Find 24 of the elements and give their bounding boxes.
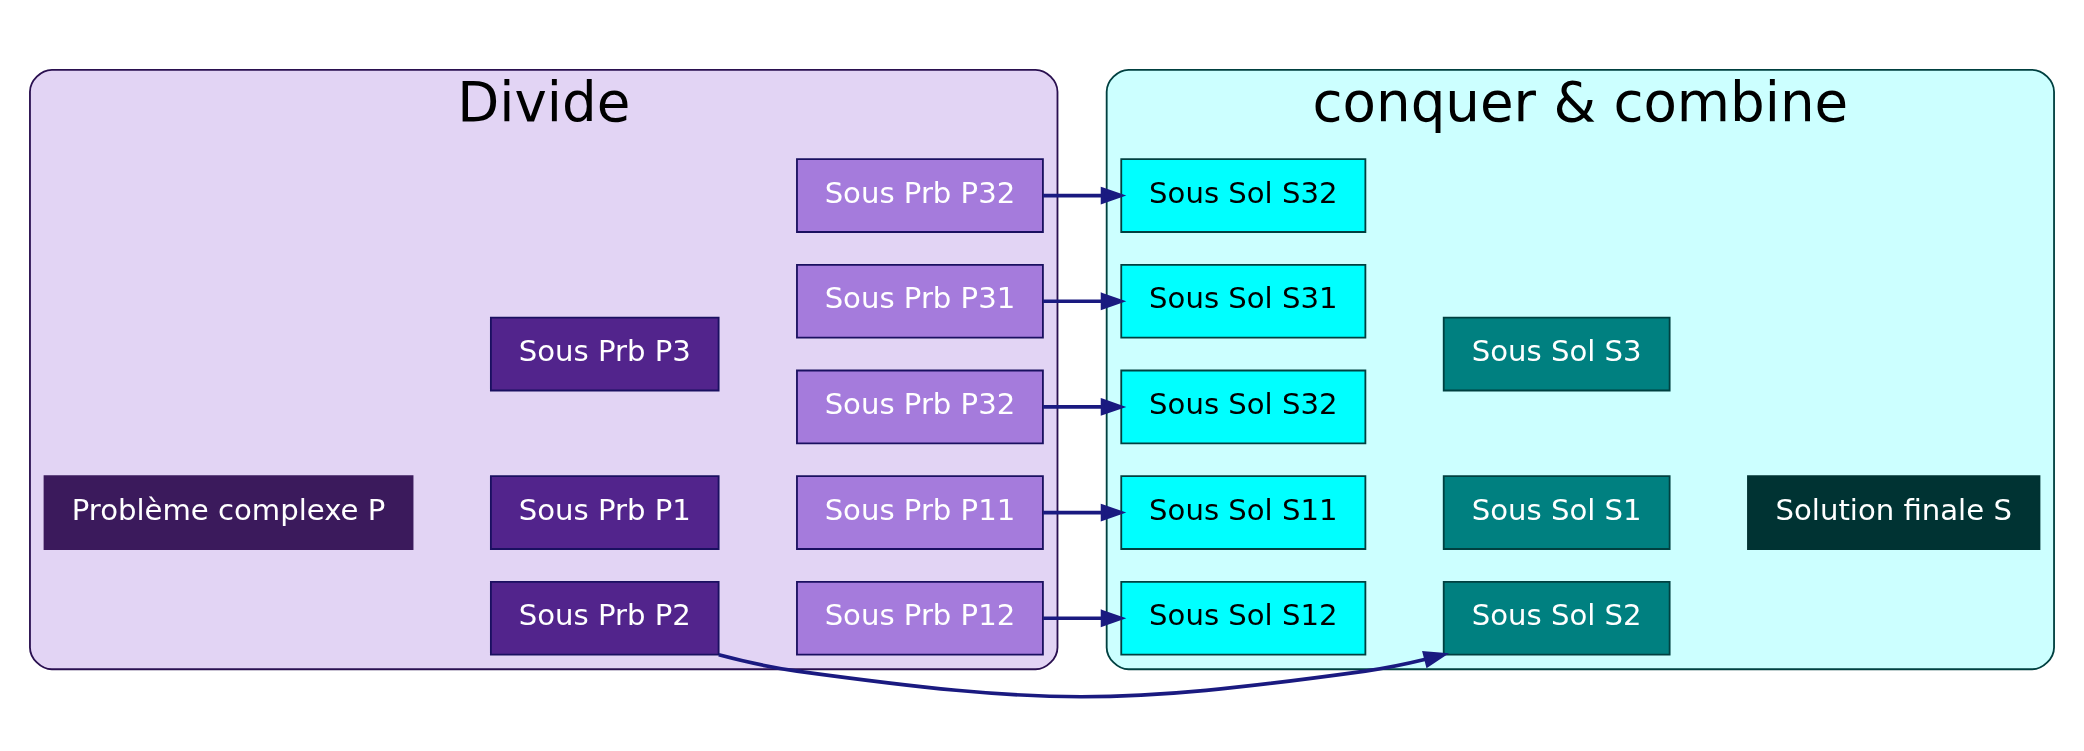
node-box: Sous Prb P12 bbox=[796, 580, 1044, 656]
node-box: Sous Sol S12 bbox=[1120, 580, 1367, 656]
node-box: Sous Sol S11 bbox=[1120, 474, 1367, 550]
node-box: Sous Sol S31 bbox=[1120, 263, 1367, 339]
node-box: Sous Sol S32 bbox=[1120, 369, 1367, 444]
node-box: Sous Prb P32 bbox=[796, 157, 1044, 233]
arrow bbox=[718, 650, 1450, 698]
arrow bbox=[1043, 397, 1127, 416]
node-box: Sous Sol S1 bbox=[1442, 474, 1671, 550]
node-box: Sous Sol S32 bbox=[1120, 157, 1367, 233]
arrow bbox=[1043, 186, 1127, 204]
node-box: Sous Prb P2 bbox=[489, 580, 720, 656]
node-box: Sous Sol S3 bbox=[1442, 316, 1671, 391]
node-box: Problème complexe P bbox=[43, 474, 414, 550]
arrow bbox=[1043, 503, 1127, 521]
node-box: Sous Prb P3 bbox=[489, 316, 720, 391]
node-box: Sous Prb P1 bbox=[489, 474, 720, 550]
node-box: Sous Prb P31 bbox=[796, 263, 1044, 339]
node-box: Solution finale S bbox=[1747, 474, 2041, 550]
node-box: Sous Sol S2 bbox=[1442, 580, 1671, 656]
arrow bbox=[1043, 291, 1127, 310]
node-box: Sous Prb P11 bbox=[796, 474, 1044, 550]
arrow bbox=[1043, 608, 1127, 627]
node-box: Sous Prb P32 bbox=[796, 369, 1044, 444]
